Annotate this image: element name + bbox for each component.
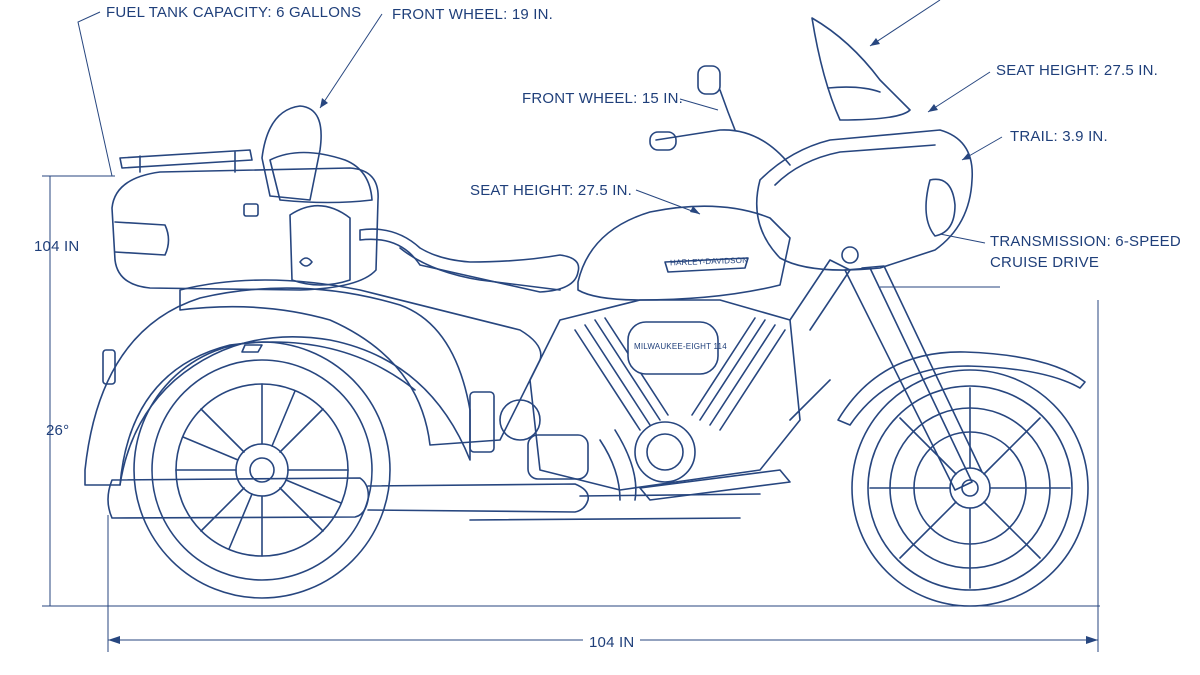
tour-pack [111,105,379,291]
fuel-tank-capacity-label: FUEL TANK CAPACITY: 6 GALLONS [106,4,362,21]
overall-length-label: 104 IN [583,634,641,651]
batwing-fairing [755,17,973,271]
seat-height-mid-label: SEAT HEIGHT: 27.5 IN. [470,182,633,199]
fuel-tank [577,205,791,301]
air-cleaner-badge-text: MILWAUKEE-EIGHT 114 [634,342,727,351]
trail-label: TRAIL: 3.9 IN. [1010,128,1108,145]
front-wheel [837,351,1089,607]
exhaust [107,477,761,521]
seat [359,228,580,293]
front-fork [841,246,983,491]
front-wheel-15-label: FRONT WHEEL: 15 IN. [522,90,684,107]
rear-wheel [133,341,391,599]
seat-height-right-label: SEAT HEIGHT: 27.5 IN. [996,62,1159,79]
rake-angle-label: 26° [46,422,70,439]
rear-fender [84,287,471,486]
engine [469,299,801,501]
frame [639,259,851,501]
transmission-label-line2: CRUISE DRIVE [990,254,1100,271]
front-wheel-19-label: FRONT WHEEL: 19 IN. [392,6,554,23]
handlebar [649,65,791,166]
overall-height-label: 104 IN [34,238,80,255]
transmission-label-line1: TRANSMISSION: 6-SPEED [990,233,1181,250]
leader-lines [77,0,1003,244]
